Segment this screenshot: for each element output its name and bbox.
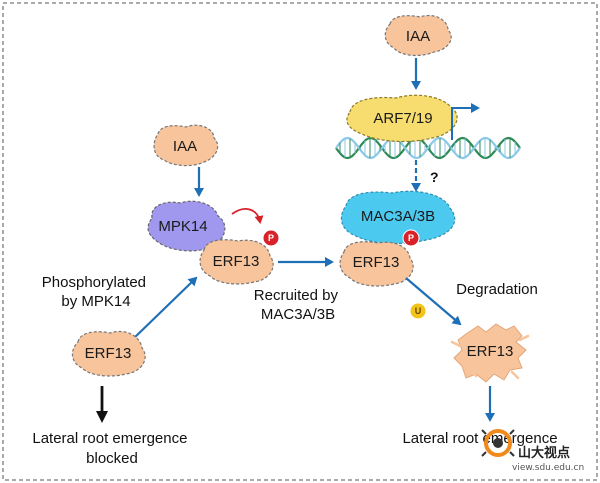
recruit-caption: Recruited by MAC3A/3B bbox=[254, 287, 342, 323]
arf-node: ARF7/19 bbox=[346, 94, 458, 143]
watermark-logo: 山大视点 view.sdu.edu.cn bbox=[481, 429, 584, 473]
degraded-erf13-node: ERF13 bbox=[450, 323, 530, 383]
question-mark: ? bbox=[430, 169, 439, 185]
phospho-caption-line2: by MPK14 bbox=[61, 293, 130, 310]
dna-rungs bbox=[339, 138, 516, 158]
left-phospho-mark: P bbox=[268, 233, 274, 243]
dna-helix bbox=[335, 136, 521, 160]
watermark-url: view.sdu.edu.cn bbox=[512, 463, 584, 473]
mac-node: MAC3A/3B bbox=[340, 190, 456, 245]
left-erf13-node: ERF13 bbox=[71, 330, 146, 377]
arrow-degradation bbox=[405, 277, 462, 326]
erf13-phospho-node: ERF13 bbox=[199, 239, 274, 285]
left-iaa-label: IAA bbox=[173, 138, 197, 155]
right-iaa-label: IAA bbox=[406, 28, 430, 45]
left-phospho-badge: P bbox=[262, 229, 280, 247]
phospho-caption-line1: Phosphorylated bbox=[42, 274, 146, 291]
mpk14-node: MPK14 bbox=[147, 200, 226, 252]
right-phospho-badge: P bbox=[402, 229, 420, 247]
right-iaa-node: IAA bbox=[384, 14, 452, 57]
recruit-caption-line1: Recruited by bbox=[254, 287, 339, 304]
phosphorylation-arrow bbox=[231, 208, 264, 224]
right-outcome: Lateral root emergence bbox=[402, 430, 557, 447]
arf-label: ARF7/19 bbox=[373, 110, 432, 127]
right-phospho-mark: P bbox=[408, 233, 414, 243]
degradation-caption: Degradation bbox=[456, 281, 538, 298]
degraded-erf13-label: ERF13 bbox=[467, 343, 514, 360]
transcription-start-arrow bbox=[451, 103, 480, 140]
dna-strand-b bbox=[335, 136, 521, 160]
left-outcome: Lateral root emergence blocked bbox=[32, 430, 191, 467]
left-outcome-line2: blocked bbox=[86, 450, 138, 467]
watermark-brand: 山大视点 bbox=[518, 445, 570, 461]
mac-label: MAC3A/3B bbox=[361, 208, 435, 225]
ubiquitin-mark: U bbox=[415, 306, 422, 316]
recruit-caption-line2: MAC3A/3B bbox=[261, 306, 335, 323]
left-outcome-line1: Lateral root emergence bbox=[32, 430, 187, 447]
right-erf13-node: ERF13 bbox=[339, 241, 414, 287]
mpk14-label: MPK14 bbox=[158, 218, 207, 235]
left-erf13-label: ERF13 bbox=[85, 345, 132, 362]
right-erf13-label: ERF13 bbox=[353, 254, 400, 271]
left-iaa-node: IAA bbox=[153, 124, 219, 167]
ubiquitin-badge: U bbox=[409, 302, 427, 320]
phospho-caption: Phosphorylated by MPK14 bbox=[42, 274, 150, 310]
arrow-erf13-to-phospho bbox=[131, 276, 198, 341]
erf13-phospho-label: ERF13 bbox=[213, 253, 260, 270]
